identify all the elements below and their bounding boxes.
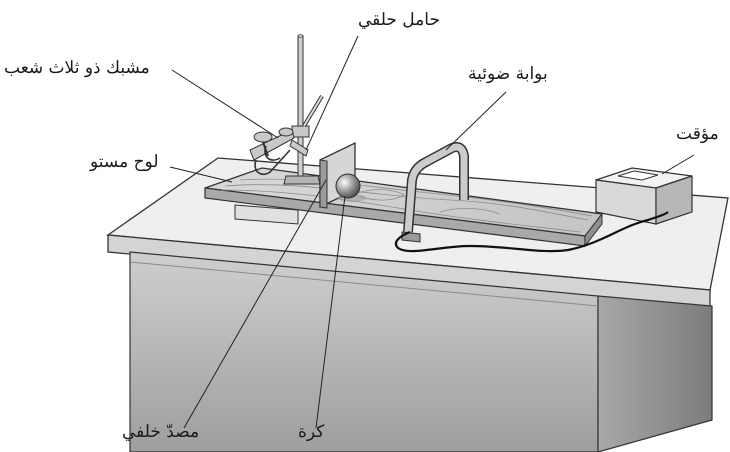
leader-photogate: [445, 91, 507, 151]
label-ball: كرة: [298, 422, 325, 442]
table-front-panel: [129, 251, 599, 452]
leader-ball: [315, 195, 346, 429]
leader-backstop: [183, 179, 327, 429]
label-clamp: مشبك ذو ثلاث شعب: [4, 58, 150, 78]
clamp: [249, 94, 324, 176]
leader-board: [169, 166, 233, 183]
leader-timer: [661, 154, 695, 175]
label-backstop: مصدّ خلفي: [122, 422, 200, 442]
leader-lines: [169, 35, 695, 429]
label-ring-stand: حامل حلقي: [358, 10, 440, 30]
board-support: [234, 204, 299, 225]
table-side-panel: [597, 295, 713, 452]
label-photogate: بوابة ضوئية: [468, 64, 548, 84]
label-timer: مؤقت: [676, 124, 719, 144]
inclined-board: [204, 167, 604, 248]
photogate-cable: [394, 211, 669, 253]
leader-ring-stand: [305, 35, 359, 151]
label-board: لوح مستو: [90, 152, 159, 172]
timer-display: [617, 170, 659, 181]
leader-clamp: [171, 69, 279, 139]
ring-stand: [283, 34, 321, 185]
timer-device: [595, 167, 693, 225]
